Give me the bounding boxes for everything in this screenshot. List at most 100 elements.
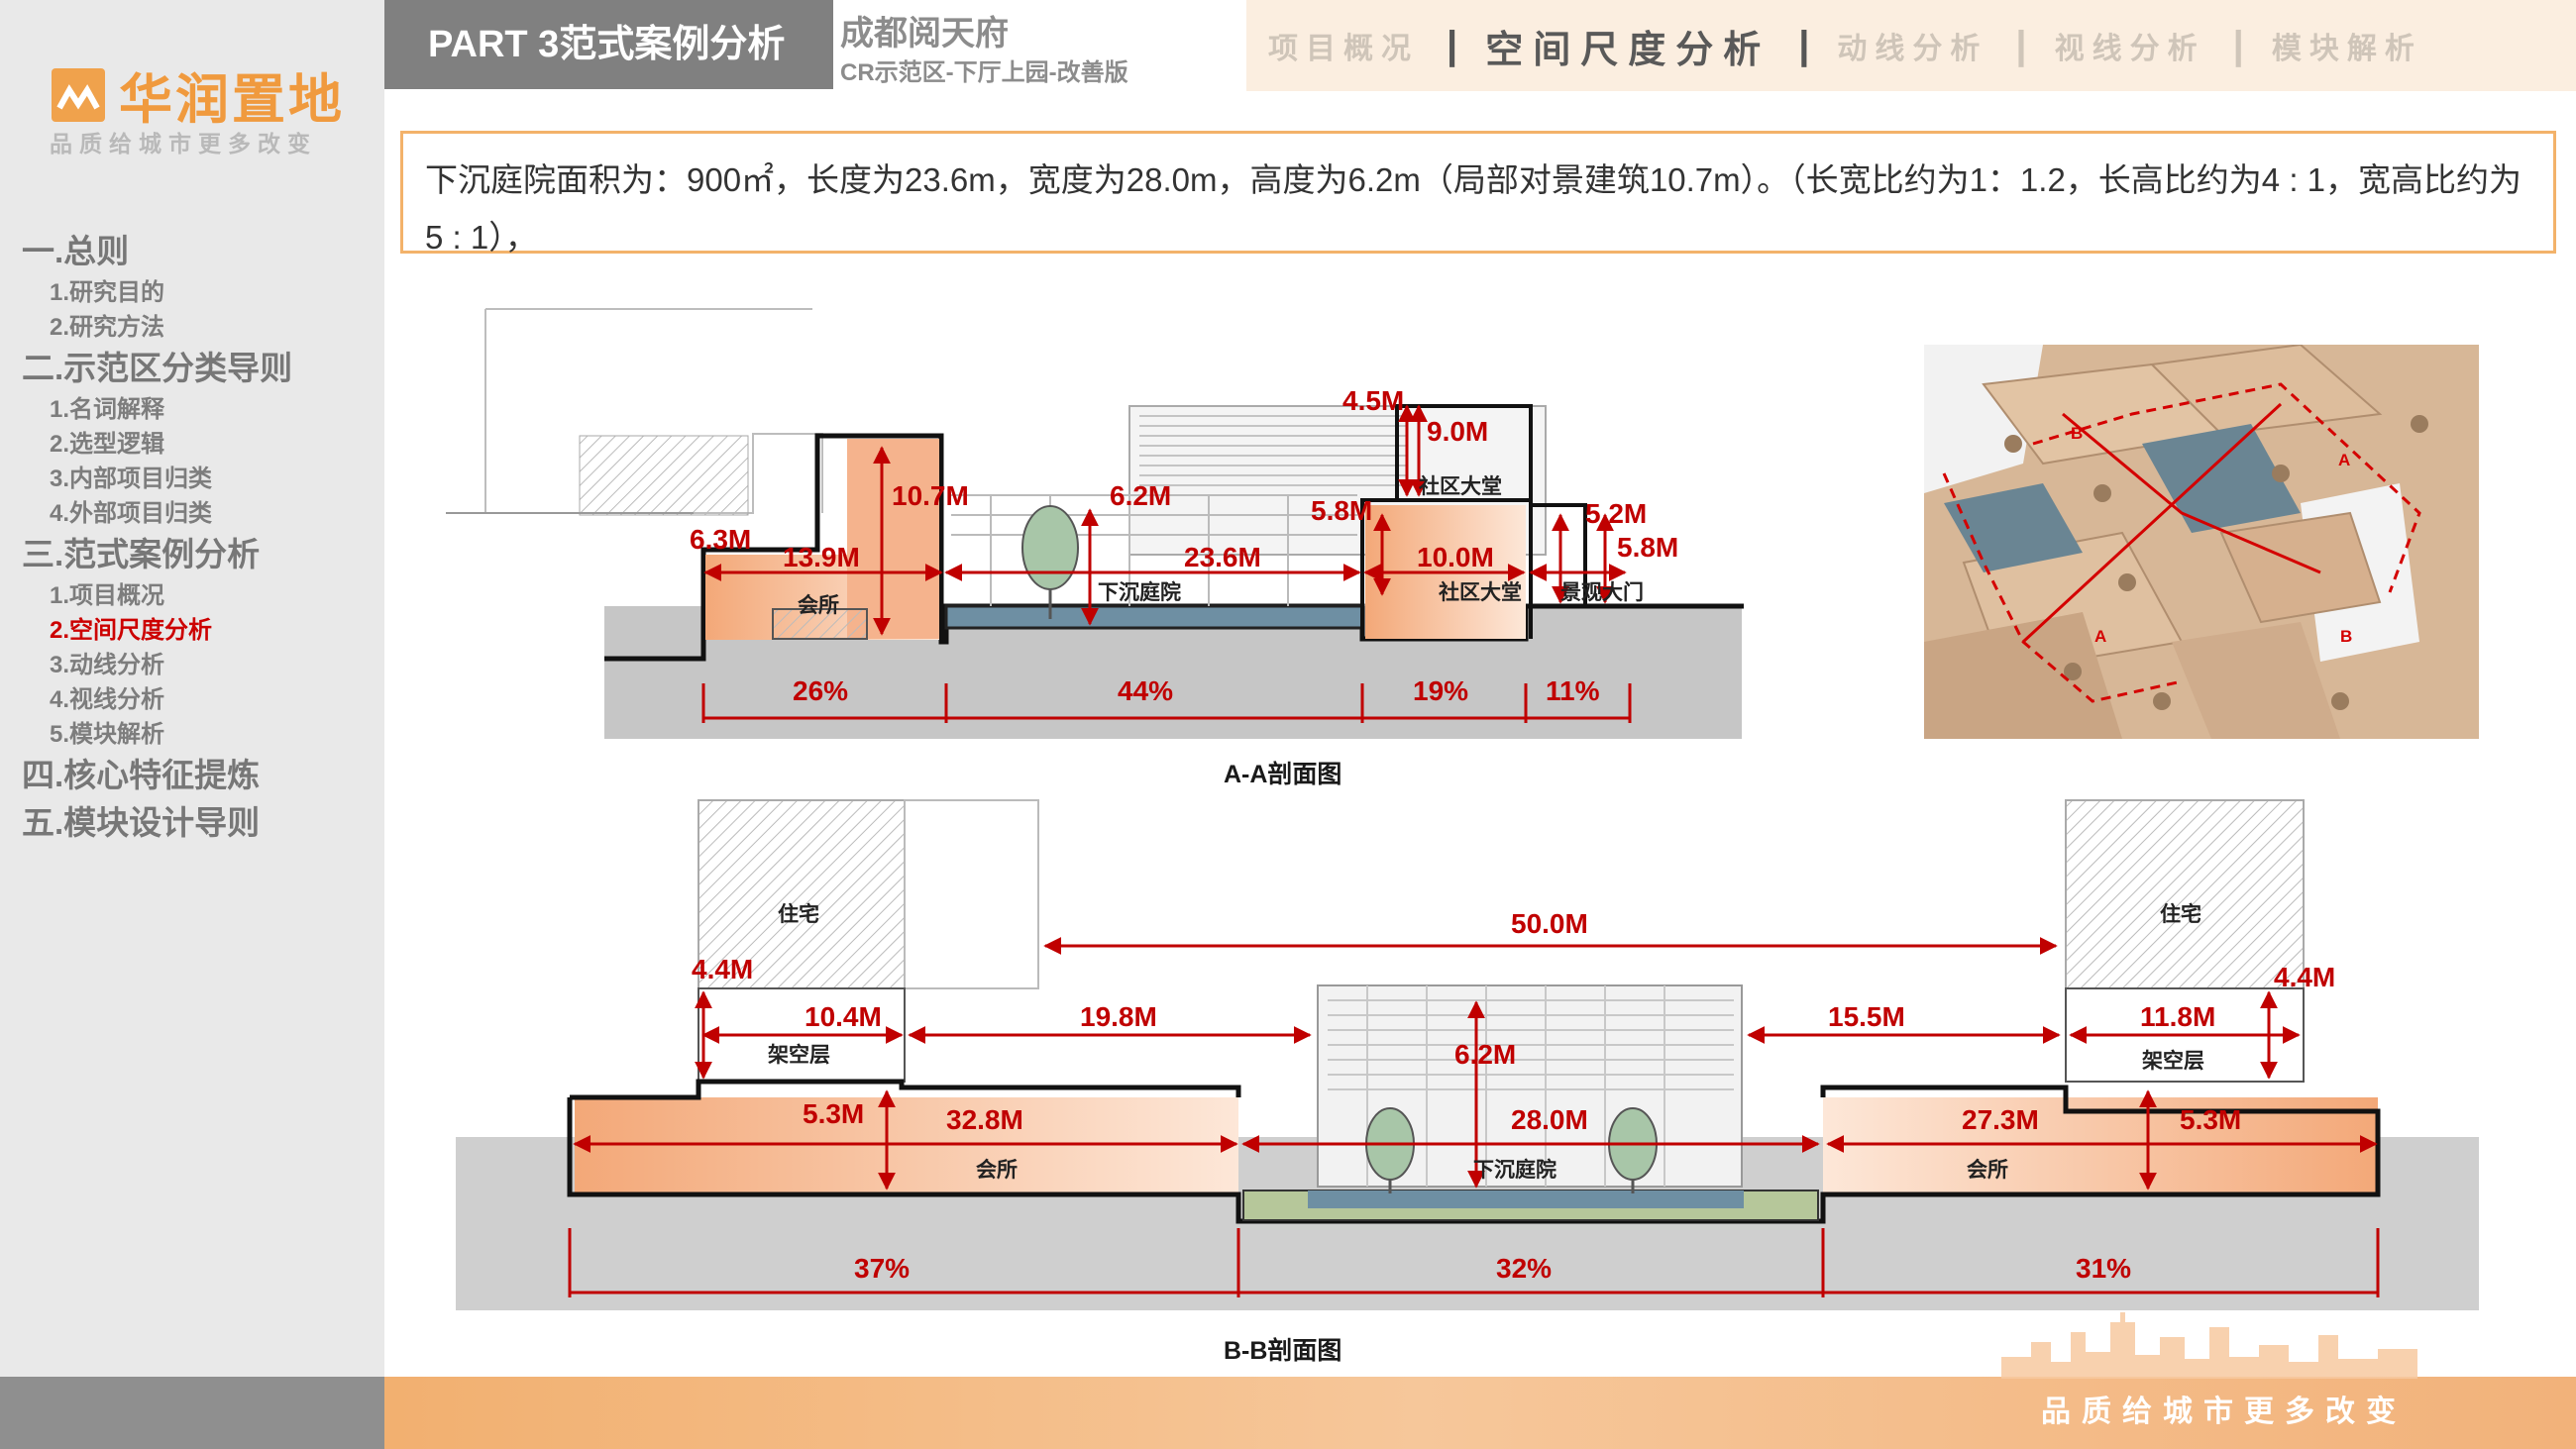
bb-dim-h-right: 4.4M — [2274, 962, 2335, 992]
aa-label-court: 下沉庭院 — [1098, 580, 1181, 604]
bb-label-pilotis-r: 架空层 — [2142, 1049, 2204, 1073]
section-mark: A — [2094, 627, 2106, 646]
toc-item[interactable]: 1.名词解释 — [50, 396, 165, 423]
bb-percent: 31% — [2076, 1253, 2131, 1284]
toc-item[interactable]: 2.研究方法 — [50, 314, 165, 341]
nav-separator: | — [2015, 23, 2027, 67]
bb-dim-w-club-l: 32.8M — [946, 1104, 1023, 1135]
bb-dim-h-club-r: 5.3M — [2180, 1104, 2241, 1135]
bb-dim-h-left: 4.4M — [692, 954, 753, 984]
caption-aa: A-A剖面图 — [1224, 761, 1342, 788]
logo-mark-icon — [52, 67, 105, 122]
aa-dim-w3: 10.0M — [1417, 542, 1494, 572]
aa-dim-h6: 5.2M — [1585, 498, 1647, 529]
hatched-block — [579, 435, 749, 516]
section-aa: 10.7M 6.2M 4.5M 9.0M 5.8M 5.2M 5.8M 6.3M… — [446, 308, 1744, 739]
footer-band — [0, 1377, 2576, 1449]
aa-percent: 26% — [793, 675, 848, 706]
part-title: PART 3范式案例分析 — [384, 0, 833, 89]
aa-label-lobby-up: 社区大堂 — [1418, 474, 1502, 498]
aa-dim-h3: 4.5M — [1342, 385, 1404, 416]
brand-slogan: 品质给城市更多改变 — [50, 131, 317, 156]
tab-sightline[interactable]: 视线分析 — [2054, 33, 2205, 65]
toc-item[interactable]: 4.视线分析 — [50, 686, 165, 713]
bb-percent: 37% — [854, 1253, 910, 1284]
tab-overview[interactable]: 项目概况 — [1268, 33, 1419, 65]
aa-dim-h4: 9.0M — [1427, 416, 1488, 447]
residential-right — [2065, 799, 2305, 989]
aa-dim-h7: 5.8M — [1617, 532, 1678, 563]
bb-label-court: 下沉庭院 — [1473, 1158, 1556, 1182]
bb-dim-w-pilotis-l: 10.4M — [805, 1001, 882, 1032]
sidebar: 华润置地 品质给城市更多改变 一.总则 1.研究目的 2.研究方法 二.示范区分… — [0, 0, 384, 1377]
bb-label-club-r: 会所 — [1967, 1158, 2008, 1182]
brand-logo: 华润置地 — [52, 55, 345, 134]
table-of-contents: 一.总则 1.研究目的 2.研究方法 二.示范区分类导则 1.名词解释 2.选型… — [22, 228, 292, 847]
tab-circulation[interactable]: 动线分析 — [1837, 33, 1988, 65]
footer-left-block — [0, 1377, 384, 1449]
residential-left — [698, 799, 906, 989]
skyline-icon — [2001, 1312, 2417, 1379]
bb-label-res-r: 住宅 — [2160, 902, 2201, 926]
brand-name: 华润置地 — [119, 70, 345, 130]
tab-module[interactable]: 模块解析 — [2271, 33, 2422, 65]
aa-dim-h8: 6.3M — [690, 524, 751, 555]
aa-dim-h5: 5.8M — [1311, 495, 1372, 526]
case-subtitle: CR示范区-下厅上园-改善版 — [840, 59, 1128, 86]
caption-bb: B-B剖面图 — [1224, 1337, 1342, 1365]
tab-spatial-scale[interactable]: 空间尺度分析 — [1485, 29, 1771, 71]
bb-dim-w-r: 15.5M — [1828, 1001, 1905, 1032]
bb-percent: 32% — [1496, 1253, 1552, 1284]
toc-item[interactable]: 2.选型逻辑 — [50, 431, 165, 458]
aa-dim-h2: 6.2M — [1110, 480, 1171, 511]
nav-separator: | — [1447, 23, 1458, 67]
bb-dim-w-pilotis-r: 11.8M — [2140, 1001, 2215, 1032]
nav-separator: | — [1798, 23, 1810, 67]
aa-label-gate: 景观大门 — [1560, 580, 1644, 604]
bb-label-pilotis-l: 架空层 — [768, 1043, 830, 1067]
section-nav: 项目概况 | 空间尺度分析 | 动线分析 | 视线分析 | 模块解析 — [1246, 0, 2576, 91]
section-bb: 50.0M 4.4M 10.4M 19.8M 6.2M 15.5M 11.8M … — [456, 799, 2479, 1310]
club-left-fill — [575, 1097, 1238, 1194]
tree-icon — [1021, 505, 1079, 590]
toc-item[interactable]: 1.项目概况 — [50, 582, 165, 609]
aa-dim-w2: 23.6M — [1184, 542, 1261, 572]
aa-percent: 44% — [1118, 675, 1173, 706]
toc-section-5[interactable]: 五.模块设计导则 — [22, 804, 261, 841]
footer-slogan: 品质给城市更多改变 — [2041, 1396, 2407, 1428]
toc-item[interactable]: 3.内部项目归类 — [50, 466, 213, 492]
court-water — [1308, 1190, 1744, 1208]
aa-percent: 11% — [1546, 675, 1600, 706]
toc-item-active[interactable]: 2.空间尺度分析 — [50, 617, 213, 644]
bb-label-club-l: 会所 — [976, 1158, 1018, 1182]
bb-label-res-l: 住宅 — [778, 902, 819, 926]
toc-item[interactable]: 4.外部项目归类 — [50, 500, 213, 527]
bb-dim-w-club-r: 27.3M — [1962, 1104, 2039, 1135]
bb-dim-w-court: 28.0M — [1511, 1104, 1588, 1135]
aa-label-club: 会所 — [798, 593, 839, 617]
toc-section-2[interactable]: 二.示范区分类导则 — [22, 350, 293, 386]
toc-section-4[interactable]: 四.核心特征提炼 — [22, 757, 261, 793]
description-box: 下沉庭院面积为：900㎡，长度为23.6m，宽度为28.0m，高度为6.2m（局… — [400, 131, 2556, 256]
court-water — [944, 604, 1364, 630]
toc-item[interactable]: 1.研究目的 — [50, 279, 165, 306]
tower-fill — [847, 439, 939, 639]
section-mark: B — [2071, 424, 2083, 443]
aa-dim-w1: 13.9M — [783, 542, 860, 572]
bb-dim-h-court: 6.2M — [1454, 1039, 1516, 1070]
toc-section-1[interactable]: 一.总则 — [22, 233, 130, 269]
section-mark: A — [2338, 451, 2350, 469]
nav-separator: | — [2232, 23, 2244, 67]
toc-item[interactable]: 3.动线分析 — [50, 652, 165, 678]
bb-dim-w-l: 19.8M — [1080, 1001, 1157, 1032]
aa-label-lobby: 社区大堂 — [1438, 580, 1522, 604]
toc-item[interactable]: 5.模块解析 — [50, 721, 165, 748]
aa-dim-h1: 10.7M — [892, 480, 969, 511]
model-photo: A A B B — [1924, 345, 2479, 739]
toc-section-3[interactable]: 三.范式案例分析 — [22, 536, 261, 572]
bb-dim-total: 50.0M — [1511, 908, 1588, 939]
bb-dim-h-club-l: 5.3M — [803, 1098, 864, 1129]
case-title: 成都阅天府 — [840, 15, 1009, 52]
section-mark: B — [2340, 627, 2352, 646]
